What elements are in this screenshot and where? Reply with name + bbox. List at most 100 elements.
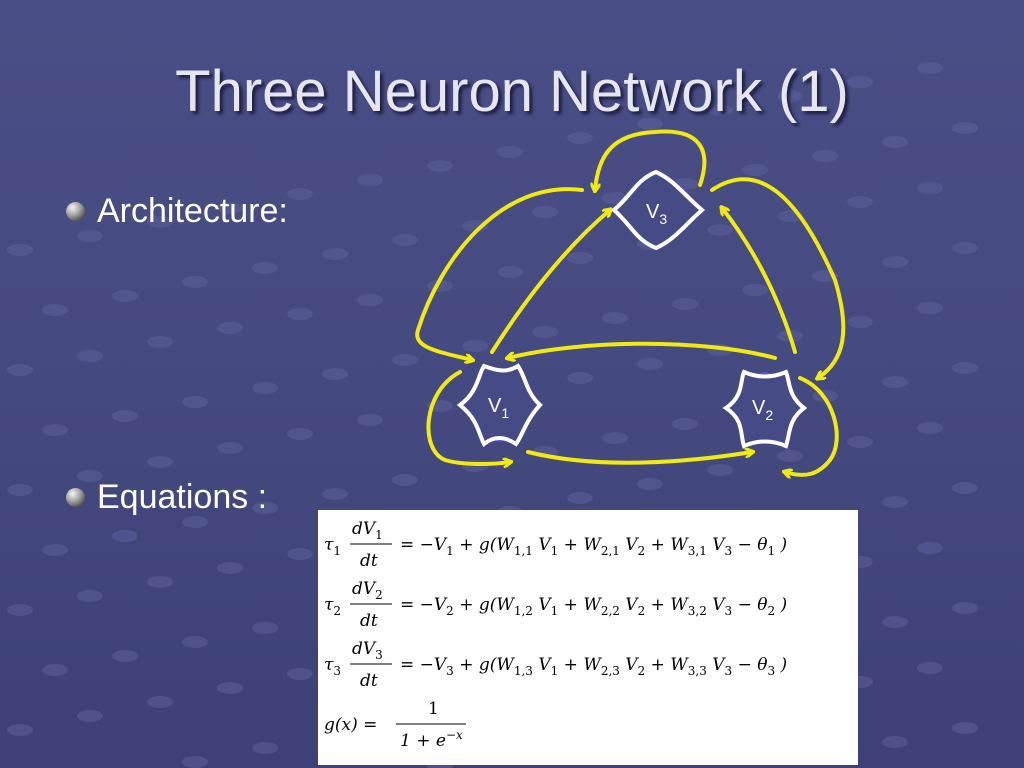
equation-1: τ1 dV1 dt = −V1 + g(W1,1 V1 + W2,1 V2 + … <box>324 519 787 571</box>
background-dot <box>707 104 733 116</box>
background-dot <box>882 616 908 628</box>
background-dot <box>917 302 943 314</box>
background-dot <box>917 62 943 74</box>
equation-term: V <box>707 535 726 555</box>
background-dot <box>77 590 103 602</box>
background-dot <box>182 516 208 528</box>
neuron-label-v1: V <box>488 395 502 417</box>
equation-term: + g(W <box>454 655 516 675</box>
background-dot <box>252 622 278 634</box>
equation-term: V <box>533 595 552 615</box>
background-dot <box>427 160 453 172</box>
background-dot <box>392 354 418 366</box>
svg-text:dV1: dV1 <box>352 519 383 542</box>
arrow-v1-to-v2 <box>526 452 752 465</box>
background-dot <box>322 248 348 260</box>
equation-term: V <box>533 655 552 675</box>
background-dot <box>77 710 103 722</box>
svg-text:τ1: τ1 <box>324 535 341 558</box>
background-dot <box>287 668 313 680</box>
neuron-label-v3: V <box>646 201 660 223</box>
equation-term: 3 <box>725 544 733 558</box>
background-dot <box>882 736 908 748</box>
equation-term: 2,2 <box>601 604 620 618</box>
equation-term: 1,1 <box>514 544 533 558</box>
arrow-self-v3 <box>595 129 707 190</box>
svg-text:dV3: dV3 <box>352 639 383 662</box>
equation-term: + W <box>558 535 602 555</box>
equation-term: − θ <box>732 595 767 615</box>
background-dot <box>532 326 558 338</box>
background-dot <box>707 224 733 236</box>
background-dot <box>462 340 488 352</box>
background-dot <box>112 410 138 422</box>
equation-term: ) <box>775 655 787 675</box>
background-dot <box>42 544 68 556</box>
slide-title: Three Neuron Network (1) <box>175 59 849 124</box>
equation-term: 1 <box>767 544 775 558</box>
equation-term: 1,3 <box>514 664 533 678</box>
background-dot <box>742 284 768 296</box>
background-dot <box>147 216 173 228</box>
arrow-v3-to-v1 <box>415 187 584 360</box>
background-dot <box>147 336 173 348</box>
background-dot <box>217 322 243 334</box>
background-dot <box>77 230 103 242</box>
equation-term: 2 <box>638 604 646 618</box>
background-dot <box>252 262 278 274</box>
background-dot <box>847 196 873 208</box>
svg-text:1: 1 <box>428 699 439 719</box>
equation-term: + g(W <box>454 595 516 615</box>
background-dot <box>42 304 68 316</box>
equation-2: τ2 dV2 dt = −V2 + g(W1,2 V1 + W2,2 V2 + … <box>324 579 787 631</box>
equation-term: V <box>620 535 639 555</box>
equation-term: + W <box>645 655 689 675</box>
background-dot <box>287 308 313 320</box>
background-dot <box>217 682 243 694</box>
background-dot <box>322 488 348 500</box>
background-dot <box>847 316 873 328</box>
equation-term: 1,2 <box>514 604 533 618</box>
background-dot <box>847 436 873 448</box>
background-dot <box>182 396 208 408</box>
background-dot <box>847 76 873 88</box>
background-dot <box>917 542 943 554</box>
background-dot <box>252 382 278 394</box>
background-dot <box>917 662 943 674</box>
equation-term: ) <box>775 535 787 555</box>
equation-3: τ3 dV3 dt = −V3 + g(W1,3 V1 + W2,3 V2 + … <box>324 639 787 691</box>
equation-term: = −V <box>400 655 448 675</box>
background-dot <box>497 266 523 278</box>
arrow-v2-to-v1 <box>508 341 777 358</box>
background-dot <box>567 492 593 504</box>
equation-term: 2 <box>638 664 646 678</box>
svg-text:dV2: dV2 <box>352 579 383 602</box>
background-dot <box>462 220 488 232</box>
equation-term: 3,3 <box>688 664 707 678</box>
svg-text:1 + e−x: 1 + e−x <box>400 728 463 751</box>
background-dot <box>567 252 593 264</box>
equation-term: 1 <box>551 604 559 618</box>
background-dot <box>147 456 173 468</box>
background-dot <box>392 234 418 246</box>
background-dot <box>532 206 558 218</box>
background-dot <box>392 474 418 486</box>
svg-text:g(x) =: g(x) = <box>324 715 377 735</box>
equation-term: 2,1 <box>601 544 620 558</box>
background-dot <box>672 298 698 310</box>
equation-term: 3,2 <box>688 604 707 618</box>
equation-term: − θ <box>732 655 767 675</box>
background-dot <box>742 164 768 176</box>
background-dot <box>952 482 978 494</box>
equation-term: = −V <box>400 535 448 555</box>
background-dot <box>7 244 33 256</box>
svg-text:τ3: τ3 <box>324 655 341 678</box>
background-dot <box>252 502 278 514</box>
equation-term: 3,1 <box>688 544 707 558</box>
background-dot <box>287 188 313 200</box>
equation-term: − θ <box>732 535 767 555</box>
equation-term: + W <box>558 595 602 615</box>
equation-term: 3 <box>725 604 733 618</box>
bullet-sphere-icon <box>66 488 85 507</box>
background-dot <box>147 696 173 708</box>
